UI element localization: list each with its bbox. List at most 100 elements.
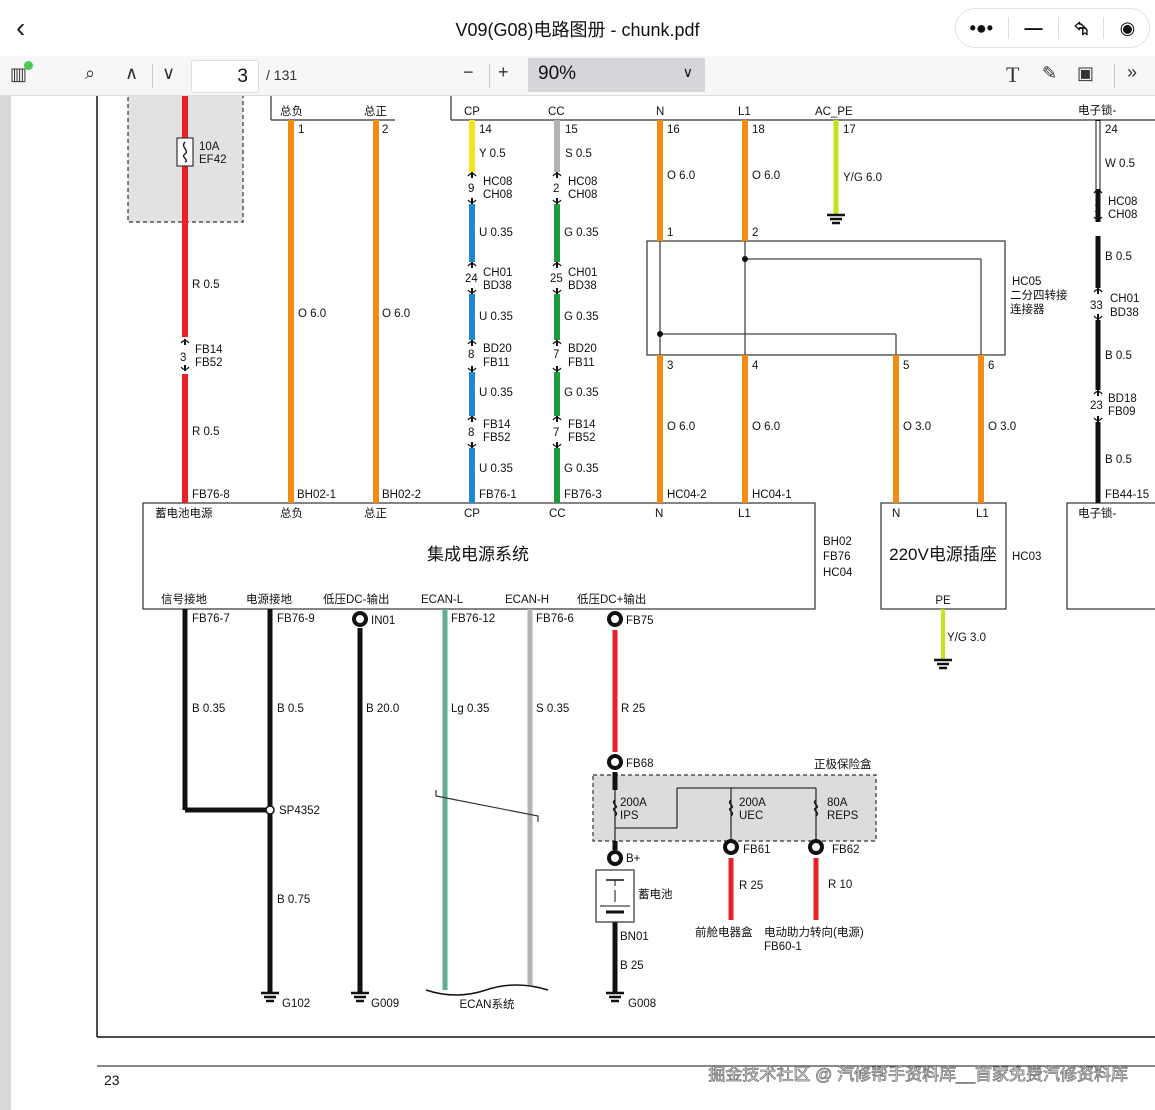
diagram-label: B 0.75 <box>277 894 310 906</box>
diagram-label: IN01 <box>371 615 395 627</box>
diagram-label: Y/G 3.0 <box>947 632 986 644</box>
minimize-icon[interactable]: — <box>1024 17 1043 38</box>
diagram-label: Y 0.5 <box>479 148 506 160</box>
zoom-out-icon[interactable]: − <box>463 62 474 82</box>
junction-dot <box>657 331 663 337</box>
diagram-label: FB76-1 <box>479 489 517 501</box>
record-icon[interactable]: ◉ <box>1119 17 1136 38</box>
diagram-label: O 6.0 <box>667 170 695 182</box>
diagram-label: FB76-6 <box>536 613 574 625</box>
diagram-label: HC04 <box>823 567 853 579</box>
diagram-label: 17 <box>843 124 856 136</box>
diagram-label: 电动助力转向(电源) <box>764 925 864 939</box>
diagram-label: CP <box>464 106 480 118</box>
diagram-label: 电子锁- <box>1078 103 1116 117</box>
diagram-label: G 0.35 <box>564 463 599 475</box>
diagram-label: FB09 <box>1108 406 1136 418</box>
diagram-label: FB14 <box>568 419 596 431</box>
diagram-label: 16 <box>667 124 680 136</box>
sidebar-icon[interactable]: ▥ <box>10 61 33 85</box>
pen-icon[interactable]: ✎ <box>1042 63 1058 83</box>
diagram-label: BH02-1 <box>297 489 336 501</box>
diagram-label: BN01 <box>620 931 649 943</box>
diagram-label: CH01 <box>483 267 512 279</box>
diagram-label: S 0.5 <box>565 148 592 160</box>
diagram-label: 15 <box>565 124 578 136</box>
diagram-label: FB11 <box>483 357 510 369</box>
diagram-label: BD38 <box>568 280 597 292</box>
search-icon[interactable]: ⌕ <box>85 63 96 83</box>
diagram-label: 80A <box>827 797 848 809</box>
ring-terminal-icon <box>607 754 623 770</box>
diagram-label: 23 <box>1090 400 1103 412</box>
diagram-label: 8 <box>468 349 474 361</box>
diagram-label: FB60-1 <box>764 941 802 953</box>
diagram-label: G102 <box>282 998 310 1010</box>
diagram-label: B 0.5 <box>1105 251 1132 263</box>
image-icon[interactable]: ▣ <box>1077 63 1095 83</box>
diagram-label: G009 <box>371 998 399 1010</box>
diagram-label: O 6.0 <box>752 170 780 182</box>
restore-icon[interactable]: ⮲ <box>1073 17 1089 38</box>
diagram-label: BD38 <box>483 280 512 292</box>
diagram-label: CC <box>548 106 565 118</box>
diagram-label: UEC <box>739 810 763 822</box>
diagram-label: FB52 <box>483 432 511 444</box>
diagram-label: B 0.5 <box>1105 454 1132 466</box>
diagram-label: CH01 <box>1110 293 1139 305</box>
diagram-label: BD38 <box>1110 307 1139 319</box>
diagram-label: Lg 0.35 <box>451 703 489 715</box>
diagram-label: HC08 <box>568 176 597 188</box>
diagram-label: BD18 <box>1108 393 1137 405</box>
diagram-label: 6 <box>988 360 994 372</box>
page-total: / 131 <box>266 67 298 83</box>
diagram-label: B+ <box>626 853 641 865</box>
diagram-label: FB76 <box>823 551 851 563</box>
diagram-label: CH08 <box>1108 209 1137 221</box>
diagram-label: FB14 <box>483 419 511 431</box>
diagram-label: ECAN系统 <box>460 998 515 1011</box>
page-gutter <box>0 96 11 1110</box>
page-number-input[interactable]: 3 <box>191 60 259 93</box>
diagram-label: CC <box>549 508 566 520</box>
diagram-label: 10A <box>199 141 220 153</box>
diagram-label: ECAN-H <box>505 594 549 606</box>
diagram-label: 220V电源插座 <box>889 545 997 564</box>
diagram-label: 24 <box>465 273 478 285</box>
fuse-icon <box>813 799 819 817</box>
diagram-label: R 0.5 <box>192 426 220 438</box>
diagram-label: FB11 <box>568 357 595 369</box>
chevron-down-icon[interactable]: ∨ <box>162 63 176 83</box>
diagram-label: G 0.35 <box>564 311 599 323</box>
diagram-label: Y/G 6.0 <box>843 172 882 184</box>
title-bar: ‹ V09(G08)电路图册 - chunk.pdf •●• — ⮲ ◉ <box>0 0 1155 56</box>
diagram-label: 3 <box>180 352 186 364</box>
diagram-label: 200A <box>620 797 647 809</box>
zoom-select[interactable]: 90%∨ <box>528 58 705 92</box>
more-icon[interactable]: •●• <box>969 17 994 38</box>
junction-dot <box>742 256 748 262</box>
fuse-icon <box>182 141 188 163</box>
diagram-label: HC05 <box>1012 276 1041 288</box>
diagram-label: FB76-12 <box>451 613 495 625</box>
diagram-label: EF42 <box>199 154 227 166</box>
diagram-label: 电源接地 <box>246 592 292 606</box>
back-icon[interactable]: ‹ <box>16 12 26 43</box>
diagram-label: FB44-15 <box>1105 489 1149 501</box>
diagram-label: FB76-7 <box>192 613 230 625</box>
diagram-label: R 25 <box>621 703 645 715</box>
expand-icon[interactable]: » <box>1127 62 1138 82</box>
diagram-label: R 0.5 <box>192 279 220 291</box>
chevron-up-icon[interactable]: ∧ <box>125 63 139 83</box>
diagram-label: 24 <box>1105 124 1118 136</box>
diagram-label: O 6.0 <box>667 421 695 433</box>
diagram-label: W 0.5 <box>1105 158 1135 170</box>
diagram-label: AC_PE <box>815 106 853 118</box>
diagram-label: 2 <box>382 124 388 136</box>
zoom-in-icon[interactable]: + <box>498 62 509 82</box>
diagram-label: 电子锁- <box>1078 506 1116 520</box>
zoom-value: 90% <box>538 63 577 84</box>
text-icon[interactable]: T <box>1006 62 1020 87</box>
diagram-label: 4 <box>752 360 759 372</box>
diagram-label: 33 <box>1090 300 1103 312</box>
